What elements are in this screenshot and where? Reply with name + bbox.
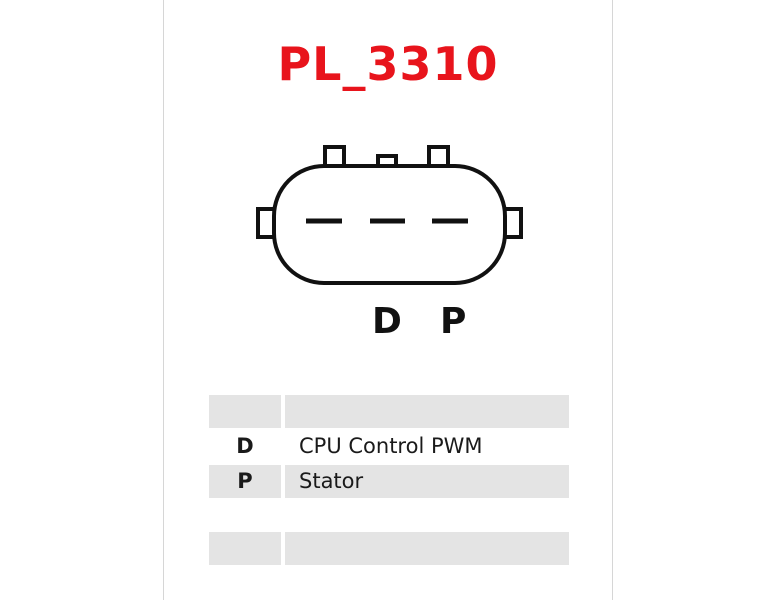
table-cell-description: Stator <box>285 465 569 498</box>
table-cell-pin <box>209 395 281 428</box>
connector-pin-label-p: P <box>440 301 467 342</box>
table-row <box>209 532 569 565</box>
table-row: D CPU Control PWM <box>209 430 569 463</box>
table-cell-pin <box>209 500 281 530</box>
table-cell-description <box>285 395 569 428</box>
connector-diagram <box>256 145 523 285</box>
pin-function-table: D CPU Control PWM P Stator <box>209 395 569 567</box>
table-cell-description <box>285 532 569 565</box>
table-cell-pin <box>209 532 281 565</box>
table-row <box>209 395 569 428</box>
connector-body <box>272 164 507 285</box>
part-code-title: PL_3310 <box>277 37 499 91</box>
connector-pin-label-d: D <box>372 301 402 342</box>
frame-line-right <box>612 0 613 600</box>
table-cell-pin: P <box>209 465 281 498</box>
table-row <box>209 500 569 530</box>
table-cell-pin: D <box>236 434 254 458</box>
frame-line-left <box>163 0 164 600</box>
table-cell-description <box>285 500 569 530</box>
table-cell-description: CPU Control PWM <box>299 434 483 458</box>
table-row: P Stator <box>209 465 569 498</box>
